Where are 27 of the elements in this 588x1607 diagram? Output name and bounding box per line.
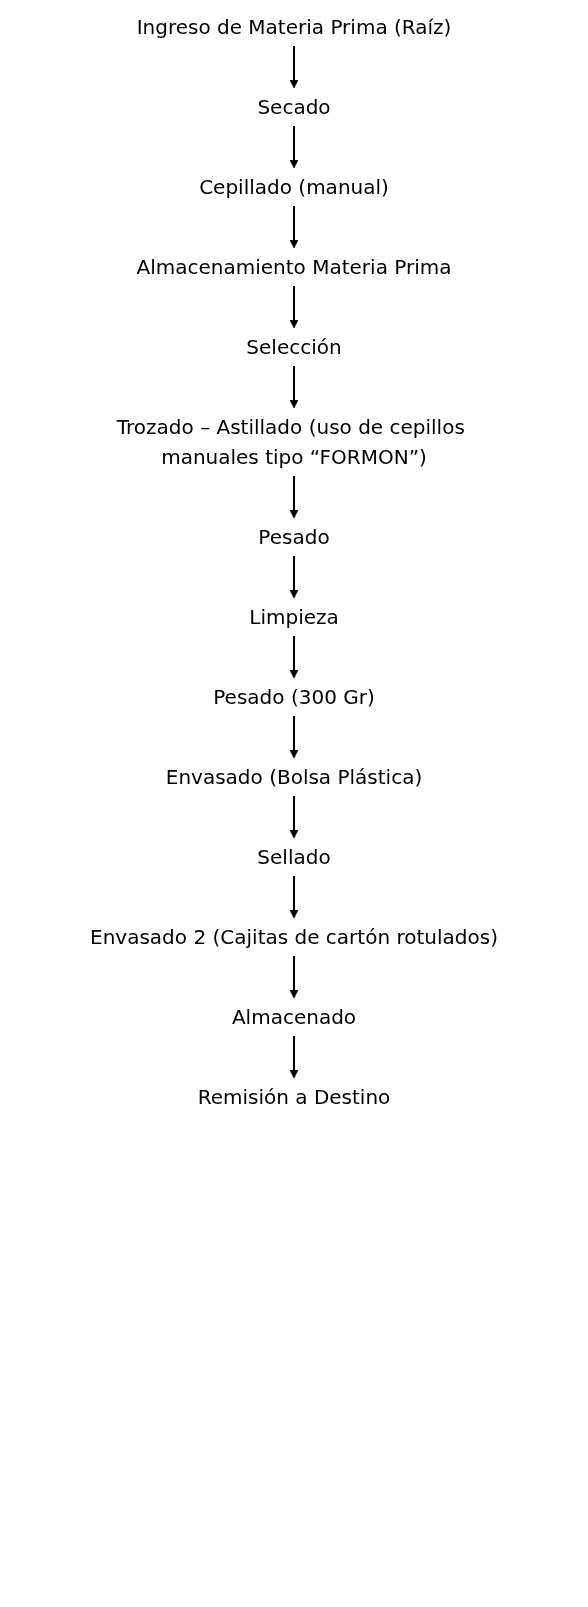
arrow	[289, 45, 299, 89]
node-text: Cepillado (manual)	[199, 175, 389, 199]
node-text: Almacenamiento Materia Prima	[136, 255, 452, 279]
node-text: Remisión a Destino	[197, 1085, 391, 1109]
node-text: Almacenado	[231, 1005, 357, 1029]
arrow	[289, 635, 299, 679]
arrow	[289, 715, 299, 759]
node-text: Sellado	[257, 845, 331, 869]
node-text: Envasado 2 (Cajitas de cartón rotulados)	[90, 925, 498, 949]
node-text: Pesado (300 Gr)	[213, 685, 375, 709]
arrow	[289, 365, 299, 409]
arrow	[289, 475, 299, 519]
arrow	[289, 125, 299, 169]
node-text: Envasado (Bolsa Plástica)	[165, 765, 423, 789]
node-text: Limpieza	[249, 605, 339, 629]
arrow	[289, 285, 299, 329]
node-text: Selección	[246, 335, 342, 359]
arrow	[289, 1035, 299, 1079]
node-text: Pesado	[258, 525, 330, 549]
arrow	[289, 205, 299, 249]
arrow	[289, 795, 299, 839]
node-text: Secado	[257, 95, 331, 119]
node-text: Trozado – Astillado (uso de cepillos manuales tipo “FORMON”)	[116, 415, 465, 469]
arrow	[289, 555, 299, 599]
arrow	[289, 955, 299, 999]
node-text: Ingreso de Materia Prima (Raíz)	[136, 15, 452, 39]
arrow	[289, 875, 299, 919]
